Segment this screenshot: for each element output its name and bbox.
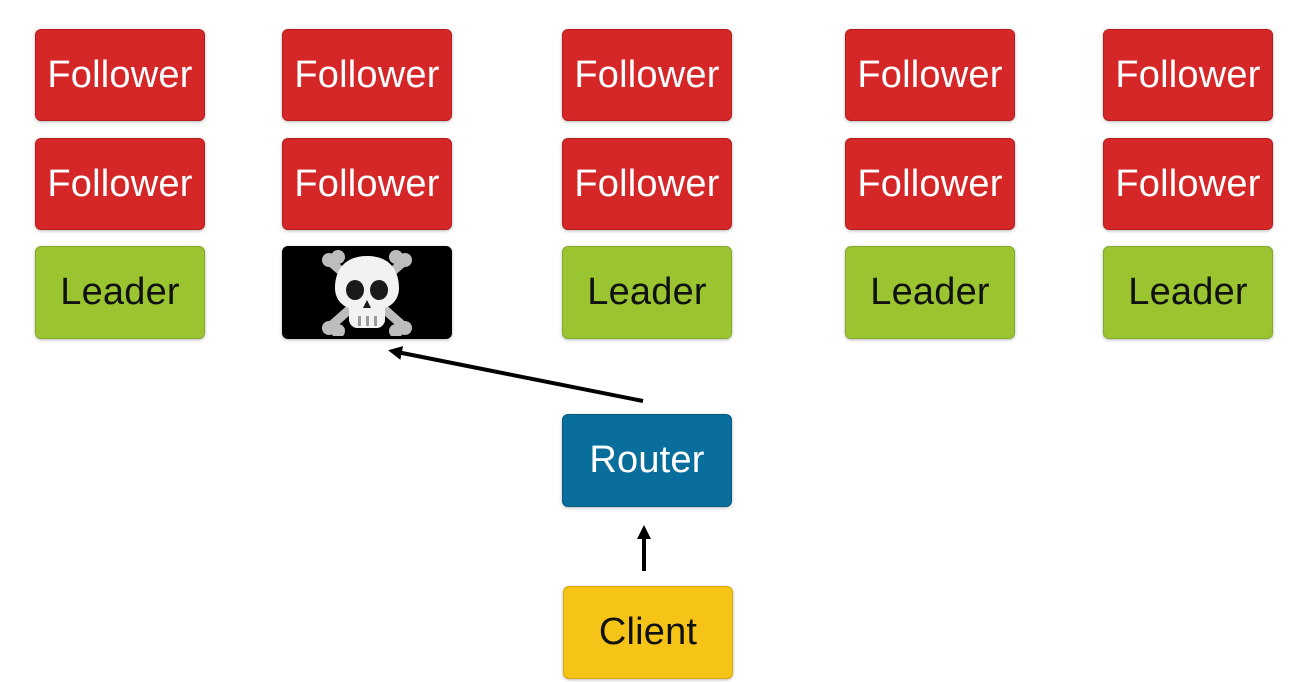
node-label: Follower	[574, 162, 720, 205]
shard-2-dead-leader	[282, 246, 452, 339]
node-label: Follower	[1115, 162, 1261, 205]
shard-4-follower-1: Follower	[845, 29, 1015, 121]
node-label: Follower	[47, 162, 193, 205]
node-label: Leader	[587, 271, 707, 313]
shard-2-follower-1: Follower	[282, 29, 452, 121]
node-label: Follower	[294, 162, 440, 205]
node-label: Leader	[1128, 271, 1248, 313]
router-label: Router	[589, 439, 705, 481]
shard-3-follower-2: Follower	[562, 138, 732, 230]
shard-3-leader: Leader	[562, 246, 732, 339]
shard-1-follower-1: Follower	[35, 29, 205, 121]
shard-2-follower-2: Follower	[282, 138, 452, 230]
client-label: Client	[598, 611, 698, 653]
client-node: Client	[563, 586, 733, 679]
skull-and-crossbones-icon	[322, 249, 412, 336]
node-label: Follower	[47, 53, 193, 96]
router-node: Router	[562, 414, 732, 507]
shard-5-follower-1: Follower	[1103, 29, 1273, 121]
shard-5-leader: Leader	[1103, 246, 1273, 339]
shard-4-follower-2: Follower	[845, 138, 1015, 230]
shard-3-follower-1: Follower	[562, 29, 732, 121]
node-label: Follower	[1115, 53, 1261, 96]
node-label: Leader	[870, 271, 990, 313]
node-label: Follower	[574, 53, 720, 96]
shard-4-leader: Leader	[845, 246, 1015, 339]
shard-1-follower-2: Follower	[35, 138, 205, 230]
arrow-router-to-dead-leader	[388, 346, 644, 403]
shard-1-leader: Leader	[35, 246, 205, 339]
node-label: Leader	[60, 271, 180, 313]
node-label: Follower	[857, 53, 1003, 96]
node-label: Follower	[857, 162, 1003, 205]
shard-5-follower-2: Follower	[1103, 138, 1273, 230]
node-label: Follower	[294, 53, 440, 96]
